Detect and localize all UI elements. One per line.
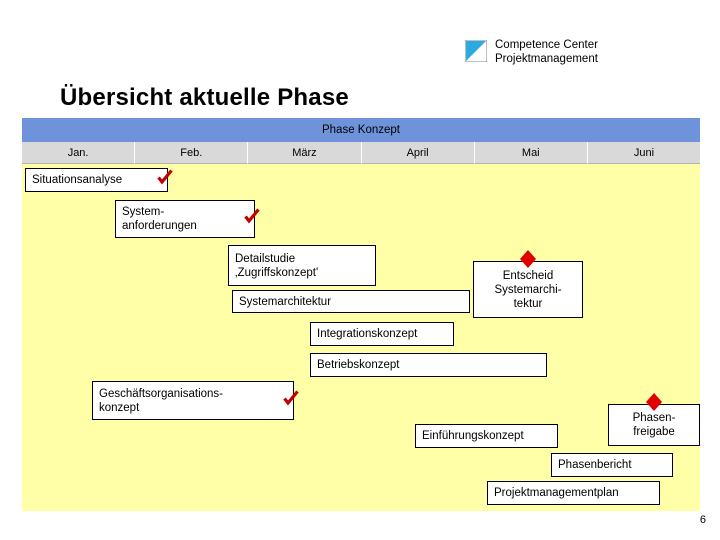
task-box[interactable]: Entscheid Systemarchi- tektur [473,261,583,318]
check-icon [156,169,174,187]
task-box[interactable]: Phasenbericht [551,453,673,477]
task-box[interactable]: Betriebskonzept [310,353,547,377]
phase-header-band: Phase Konzept [22,118,700,142]
logo-block: Competence Center Projektmanagement [465,38,598,66]
phase-label: Phase Konzept [321,124,400,136]
page-title: Übersicht aktuelle Phase [60,84,349,111]
check-icon [243,208,261,226]
task-box[interactable]: Integrationskonzept [310,322,454,346]
task-box[interactable]: Systemarchitektur [232,290,470,313]
month-cell: Mai [473,142,587,164]
milestone-diamond-icon [518,249,538,269]
task-box[interactable]: Projektmanagementplan [487,481,660,505]
check-icon [282,389,300,408]
task-box[interactable]: Detailstudie ‚Zugriffskonzept' [228,245,376,286]
task-box[interactable]: Einführungskonzept [415,424,558,448]
month-cell: Jan. [22,142,135,164]
task-box[interactable]: System- anforderungen [115,200,255,238]
month-cell: Feb. [134,142,248,164]
page-number: 6 [699,514,706,526]
blue-triangle-logo-icon [465,40,487,62]
month-cell: April [360,142,474,164]
month-cell: März [247,142,361,164]
task-box[interactable]: Situationsanalyse [25,168,168,192]
logo-text: Competence Center Projektmanagement [495,39,598,65]
task-box[interactable]: Geschäftsorganisations- konzept [92,381,294,420]
month-cell: Juni [586,142,701,164]
milestone-diamond-icon [644,392,664,412]
